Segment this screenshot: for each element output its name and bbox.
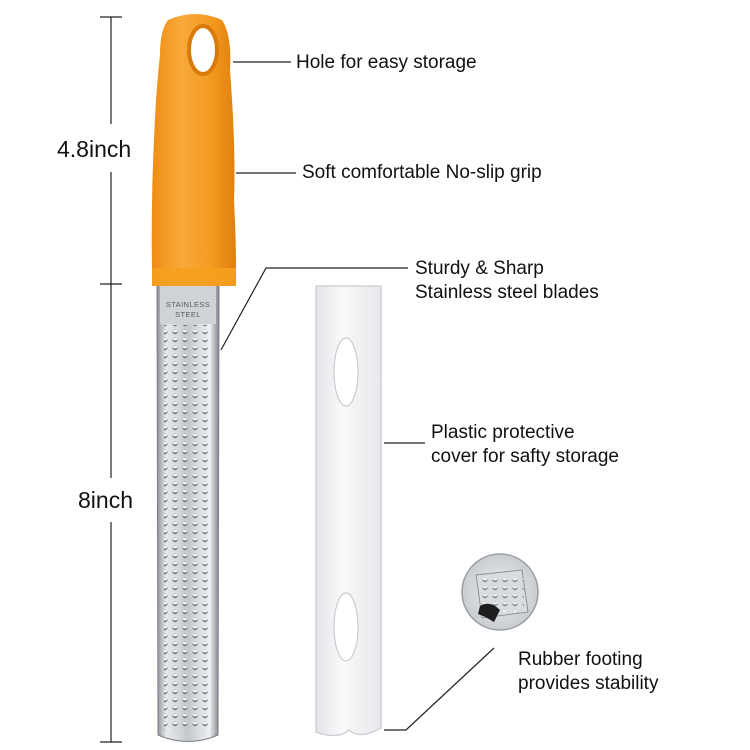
callout-blades-line1: Sturdy & Sharp [415, 258, 544, 279]
callout-footing-line2: provides stability [518, 673, 659, 694]
callout-hole: Hole for easy storage [296, 52, 477, 73]
rubber-footing-inset [461, 553, 539, 631]
blade-stamp-line2: STEEL [175, 310, 201, 319]
blade-length-label: 8inch [78, 487, 133, 513]
callout-footing-line1: Rubber footing [518, 649, 643, 670]
callout-grip: Soft comfortable No-slip grip [302, 162, 542, 183]
callout-lines [220, 61, 495, 731]
blade-stamp-line1: STAINLESS [166, 300, 210, 309]
storage-hole-icon [187, 24, 219, 76]
protective-cover [315, 285, 382, 737]
orange-handle [151, 14, 236, 286]
callout-cover-line2: cover for safty storage [431, 446, 619, 467]
handle-length-label: 4.8inch [57, 136, 132, 162]
stainless-blade: STAINLESS STEEL [156, 281, 220, 742]
callout-cover-line1: Plastic protective [431, 422, 575, 443]
callout-blades-line2: Stainless steel blades [415, 282, 599, 303]
dimension-lines [100, 16, 122, 743]
